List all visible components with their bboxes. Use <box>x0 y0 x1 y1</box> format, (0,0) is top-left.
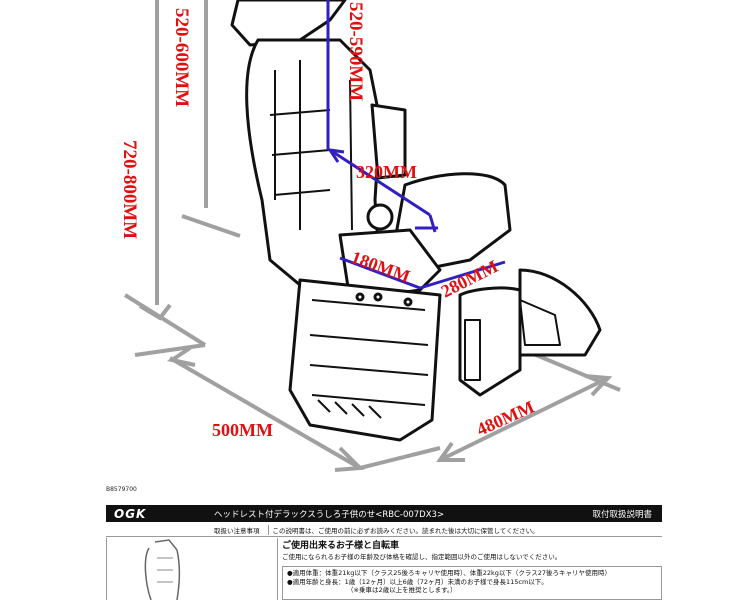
notice-text: この説明書は、ご使用の前に必ずお読みください。読まれた後は大切に保管してください… <box>272 527 539 535</box>
side-panel <box>370 103 407 180</box>
seat-thumbnail-drawing <box>144 539 181 601</box>
base-length-label: 500MM <box>212 420 273 440</box>
manual-title-right: 取付取扱説明書 <box>592 509 652 520</box>
brand-logo: OGK <box>114 506 147 521</box>
height-extension <box>181 214 241 238</box>
headrest-height-label: 520-590MM <box>345 2 366 101</box>
seat-depth-line <box>339 256 421 290</box>
seat-thumbnail <box>106 538 278 601</box>
section-subtitle: ご使用になられるお子様の年齢及び体格を確認し、指定範囲以外のご使用はしないでくだ… <box>282 553 562 561</box>
buckle-ring <box>366 203 394 231</box>
backrest-width-label: 320MM <box>356 162 417 182</box>
base-width-label: 480MM <box>473 397 537 440</box>
base-width-line <box>439 376 609 462</box>
section-title: ご使用出来るお子様と自転車 <box>282 541 400 551</box>
instruction-manual-header: B8579700 OGK ヘッドレスト付デラックスうしろ子供のせ<RBC-007… <box>0 486 750 601</box>
manual-title-bar: OGK ヘッドレスト付デラックスうしろ子供のせ<RBC-007DX3> 取付取扱… <box>106 505 662 522</box>
overall-height-label: 720-800MM <box>119 140 140 239</box>
child-seat-drawing <box>230 0 602 442</box>
base-length-line <box>168 356 362 470</box>
base-ext-left <box>123 293 207 347</box>
grey-dimension-lines <box>123 0 621 472</box>
child-seat-dimension-diagram: 520-590MM 520-600MM 720-800MM 320MM 180M… <box>119 0 621 472</box>
footrest <box>458 286 522 397</box>
spec-line: ●適用年齢と身長：1歳（12ヶ月）以上6歳（72ヶ月）未満のお子様で身長115c… <box>287 577 548 586</box>
blue-dimension-lines <box>326 0 506 290</box>
notice-label: 取扱い注意事項 <box>206 525 269 535</box>
backrest-width-line <box>329 148 431 217</box>
backrest-shell <box>245 38 382 292</box>
notice-row: 取扱い注意事項 この説明書は、ご使用の前に必ずお読みください。読まれた後は大切に… <box>106 524 662 537</box>
product-code: B8579700 <box>106 486 137 493</box>
manual-title: ヘッドレスト付デラックスうしろ子供のせ<RBC-007DX3> <box>214 509 445 520</box>
foot-cover <box>518 268 602 357</box>
spec-line: ●適用体重：体重21kg以下（クラス25後ろキャリヤ使用時）、体重22kg以下（… <box>287 569 612 577</box>
spec-box: ●適用体重：体重21kg以下（クラス25後ろキャリヤ使用時）、体重22kg以下（… <box>282 566 662 600</box>
spec-line: （※乗車は2歳以上を推奨とします。） <box>347 586 457 594</box>
seat-base-block <box>288 278 442 442</box>
seat-width-line <box>419 260 506 290</box>
backrest-height-label: 520-600MM <box>171 8 192 107</box>
